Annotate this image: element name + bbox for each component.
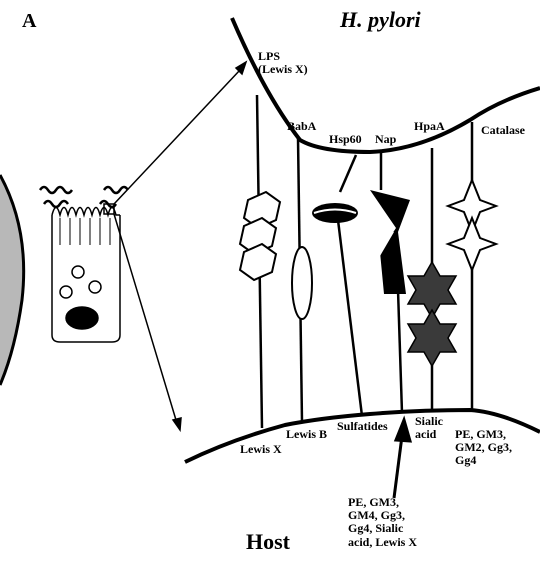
lps-label: LPS (Lewis X) bbox=[258, 50, 308, 76]
epithelial-cell bbox=[52, 208, 120, 343]
hsp60-lens bbox=[312, 203, 358, 223]
nap-label: Nap bbox=[375, 133, 396, 146]
zoom-arrows bbox=[114, 62, 246, 430]
nap-shape bbox=[370, 190, 410, 294]
hpaa-label: HpaA bbox=[414, 120, 445, 133]
sulfatides-label: Sulfatides bbox=[337, 420, 388, 433]
bacterium-label: H. pylori bbox=[340, 8, 421, 32]
hpaa-stars bbox=[408, 262, 456, 366]
adhesin-lines bbox=[257, 95, 472, 428]
host-label: Host bbox=[246, 530, 290, 554]
receptor-arrow bbox=[394, 420, 410, 498]
lps-hexagons bbox=[240, 192, 280, 280]
lewis-x-label: Lewis X bbox=[240, 443, 282, 456]
glycolipid-receptors-bottom: PE, GM3, GM4, Gg3, Gg4, Sialic acid, Lew… bbox=[348, 496, 417, 549]
panel-letter: A bbox=[22, 10, 36, 32]
baba-ellipse bbox=[292, 247, 312, 319]
catalase-stars bbox=[448, 180, 496, 270]
lewis-b-label: Lewis B bbox=[286, 428, 327, 441]
hsp60-label: Hsp60 bbox=[329, 133, 362, 146]
catalase-label: Catalase bbox=[481, 124, 525, 137]
glycolipid-receptors-right: PE, GM3, GM2, Gg3, Gg4 bbox=[455, 428, 512, 468]
baba-label: BabA bbox=[287, 120, 316, 133]
sialic-acid-label: Sialic acid bbox=[415, 415, 443, 441]
